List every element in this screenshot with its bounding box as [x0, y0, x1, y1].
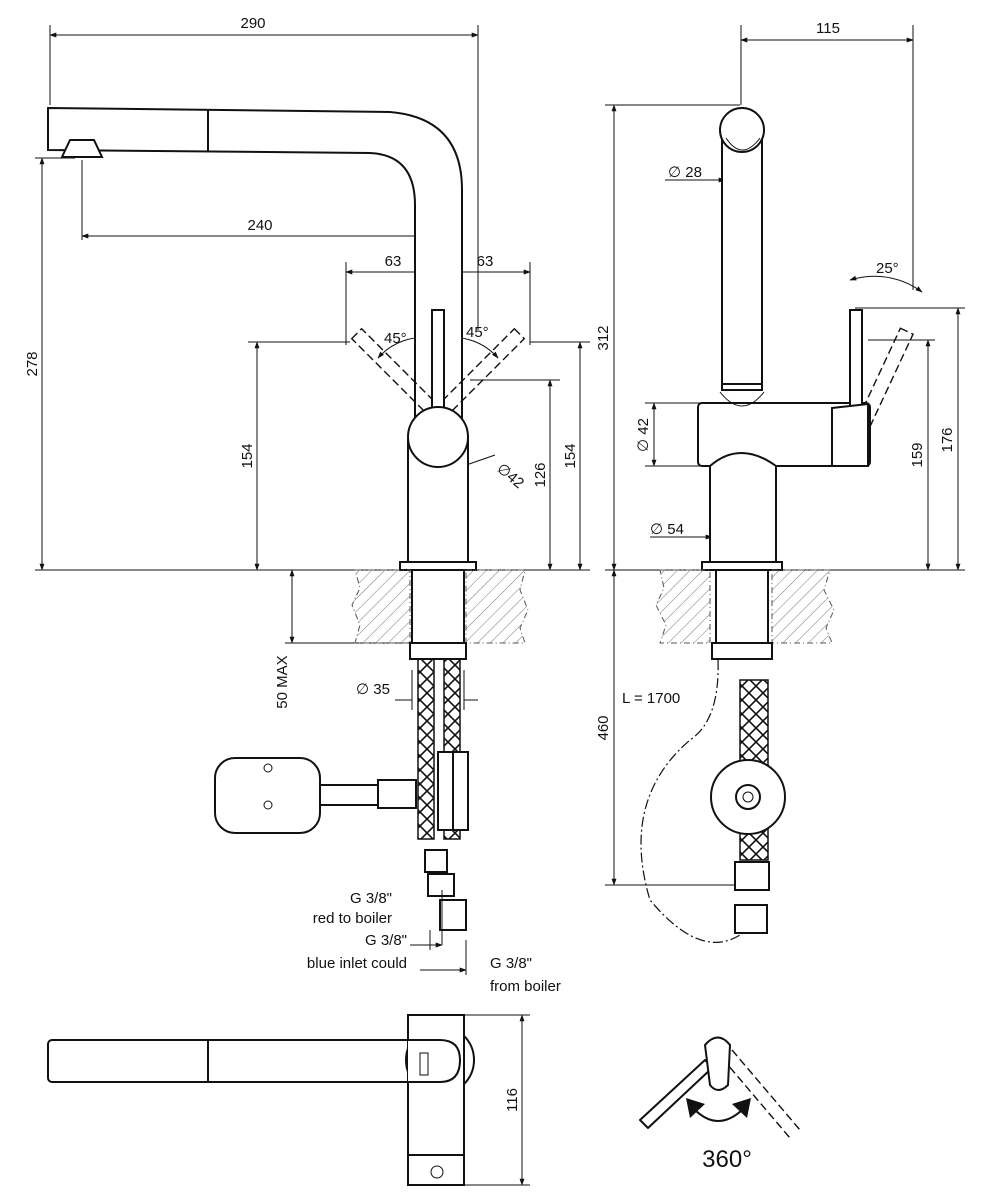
dim-height-left: 154 [239, 443, 256, 468]
dim-top-width: 116 [504, 1088, 521, 1112]
dim-body-height: 126 [532, 462, 549, 487]
conn-from-thread: G 3/8" [490, 955, 532, 972]
dim-lever-top-height: 176 [939, 427, 956, 452]
dim-spout-diameter: ∅ 28 [668, 164, 702, 181]
top-view [47, 1014, 530, 1186]
dim-head-diameter: ∅ 42 [635, 418, 652, 452]
dim-angle-right: 45° [466, 324, 489, 341]
conn-blue-thread: G 3/8" [365, 932, 407, 949]
conn-red-label: red to boiler [313, 910, 392, 927]
dim-depth: 115 [816, 20, 840, 37]
dim-hose-length: L = 1700 [622, 690, 680, 707]
dim-spout-reach: 240 [247, 217, 272, 234]
conn-blue-label: blue inlet could [307, 955, 407, 972]
conn-red-thread: G 3/8" [350, 890, 392, 907]
dim-lever-height: 159 [909, 442, 926, 467]
dim-lever-angle: 25° [876, 260, 899, 277]
front-view [35, 25, 590, 975]
dim-height-right: 154 [562, 443, 579, 468]
dim-lever-left: 63 [385, 253, 402, 270]
side-view [605, 25, 965, 943]
dim-side-total-height: 312 [595, 325, 612, 350]
conn-from-label: from boiler [490, 978, 561, 995]
dim-shank-diameter: ∅ 35 [356, 681, 390, 698]
dim-total-width: 290 [240, 15, 265, 32]
rotation-icon [639, 1036, 801, 1139]
dim-total-height: 278 [24, 351, 41, 376]
dim-lever-diameter: ∅42 [493, 460, 527, 492]
dim-below-counter: 460 [595, 715, 612, 740]
dim-angle-left: 45° [384, 330, 407, 347]
dim-base-diameter: ∅ 54 [650, 521, 684, 538]
dim-lever-right: 63 [477, 253, 494, 270]
rotation-label: 360° [702, 1146, 752, 1173]
dim-max-thickness: 50 MAX [274, 655, 291, 708]
